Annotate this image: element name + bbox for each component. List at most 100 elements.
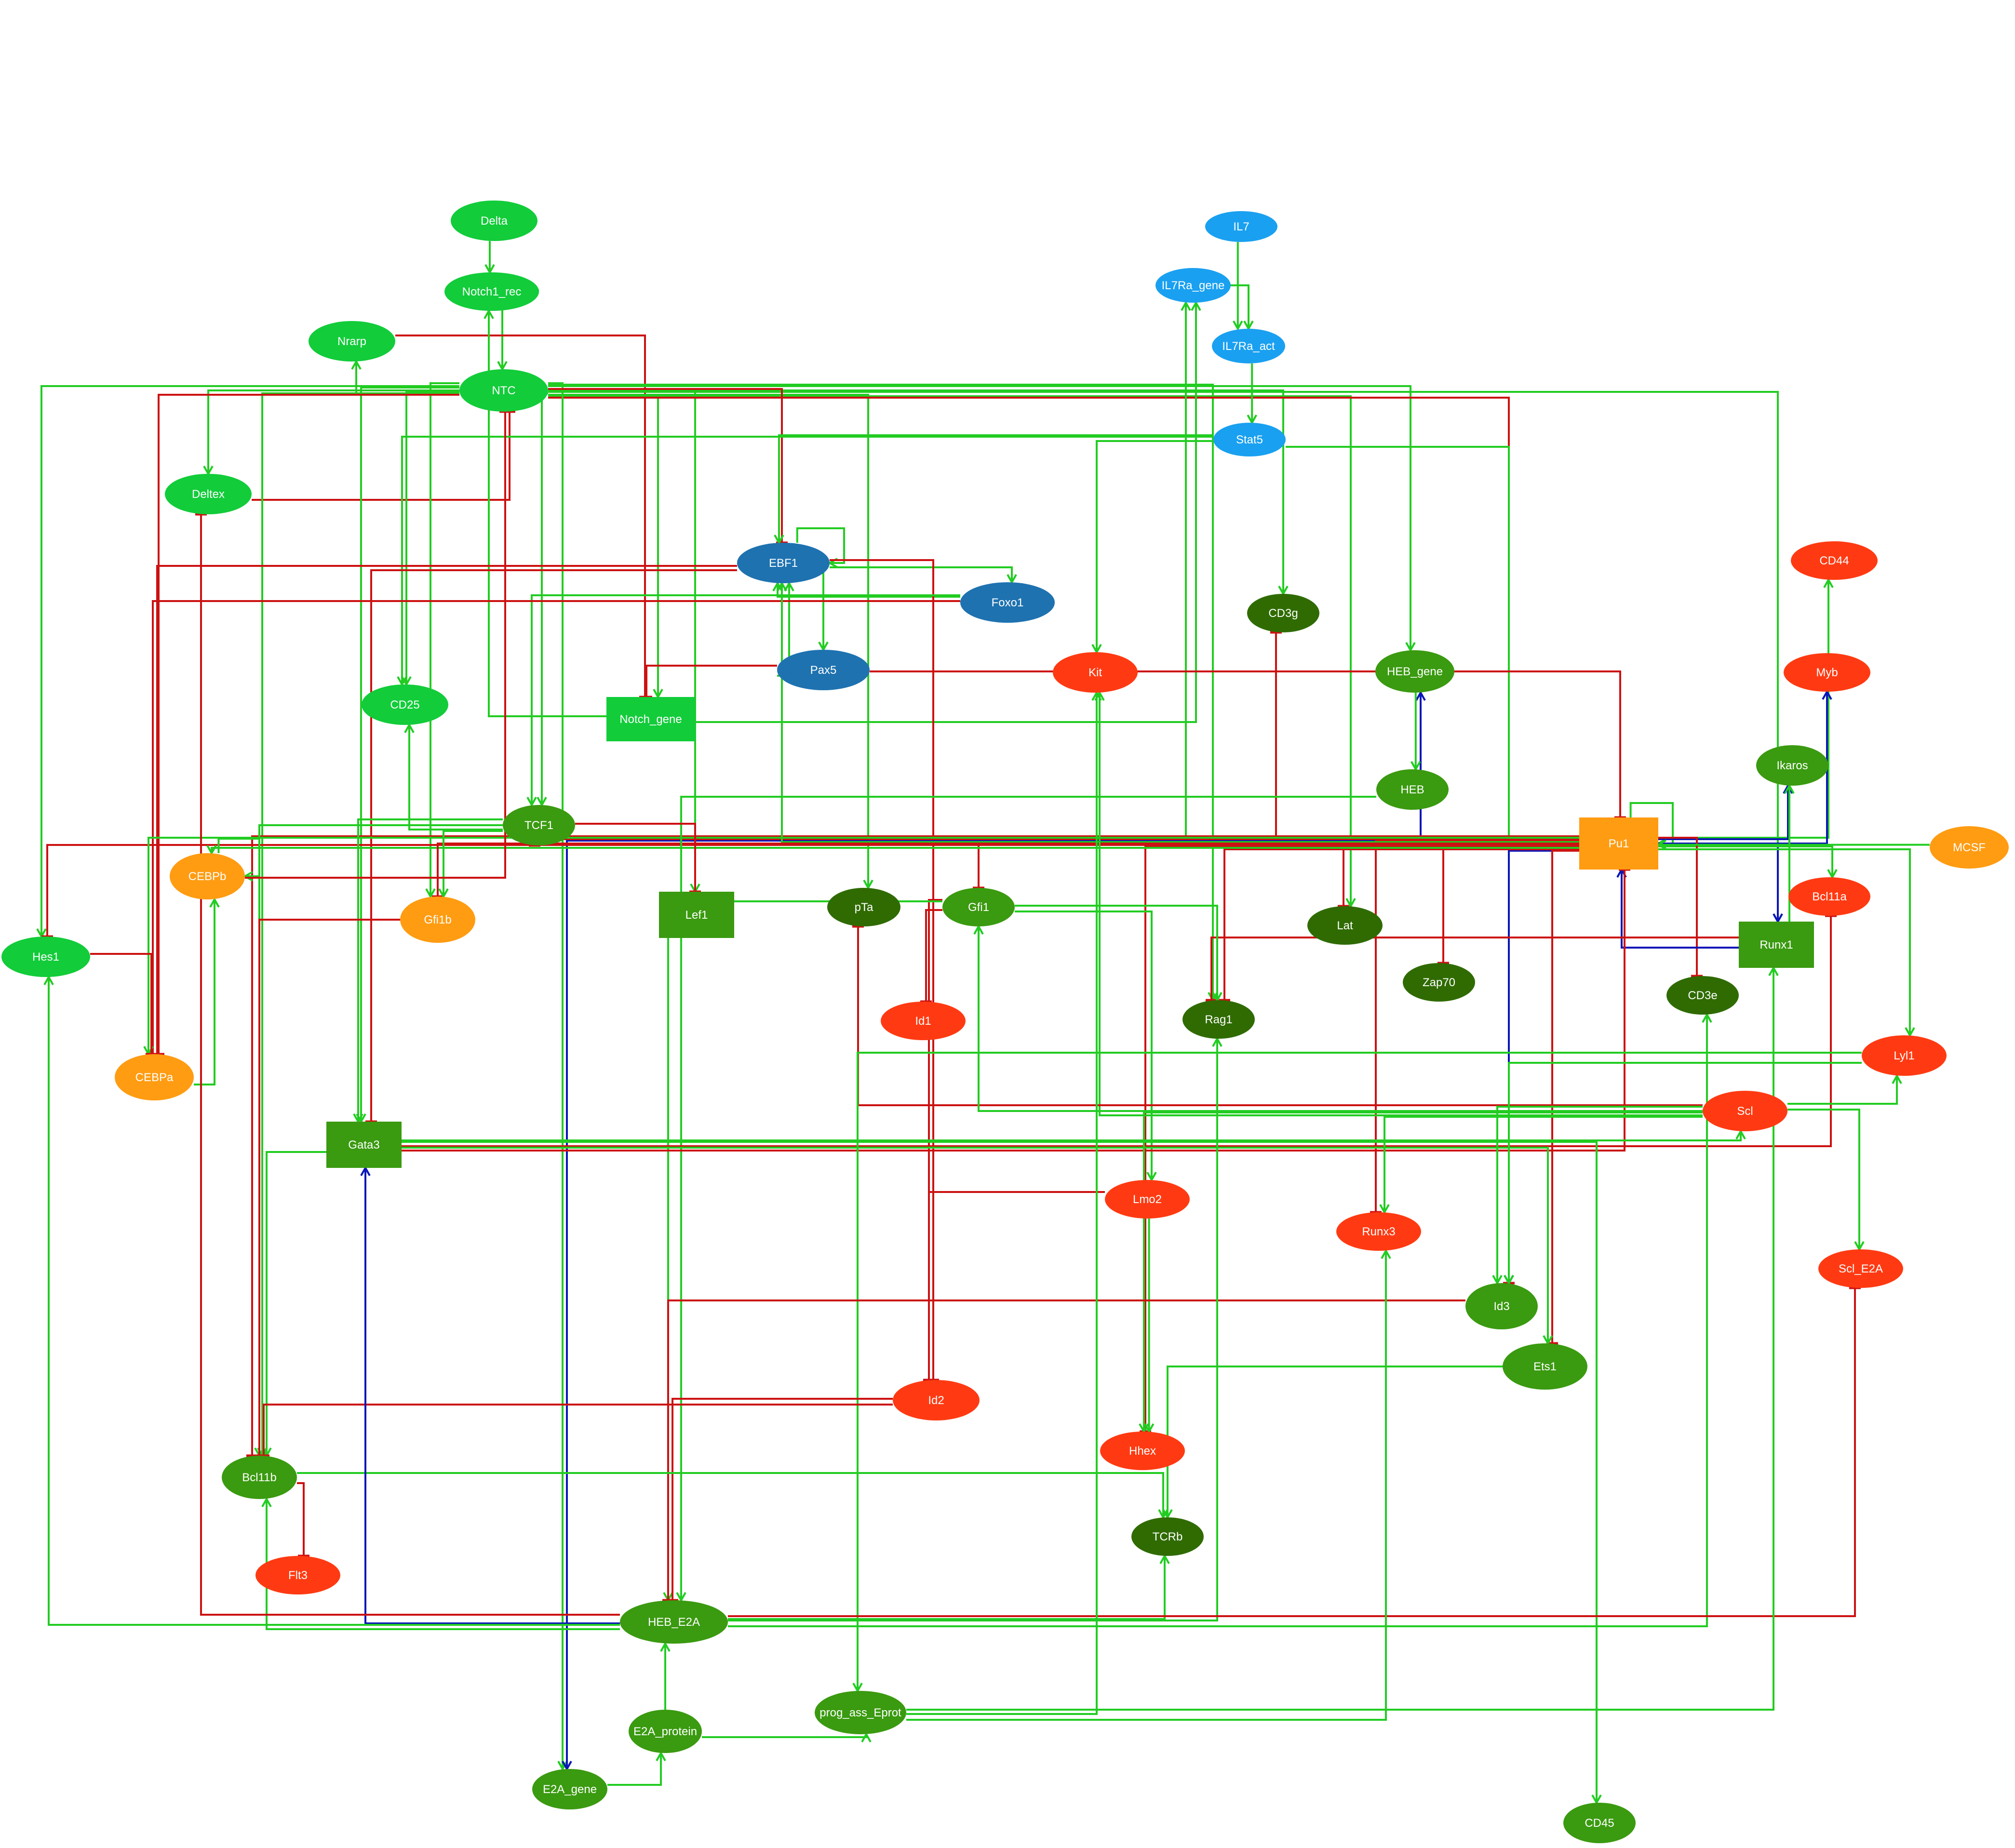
node-label: TCF1 <box>524 819 553 832</box>
edge-line <box>1286 446 1510 1283</box>
edge-heb-e2a-to-tcrb <box>728 1553 1170 1620</box>
edge-pu1-to-bcl11a <box>1658 845 1838 880</box>
edge-pu1-to-cebpb <box>206 845 1579 856</box>
node-label: Runx1 <box>1760 938 1793 951</box>
edge-line <box>857 926 1703 1106</box>
node-shape <box>451 201 537 241</box>
edge-line <box>443 830 503 897</box>
arrow-head <box>484 264 495 275</box>
arrow-head <box>1247 415 1257 425</box>
node-shape <box>1155 268 1231 303</box>
edge-line <box>357 818 503 1122</box>
node-shape <box>532 1769 607 1809</box>
edge-ntc-to-lat <box>548 395 1356 909</box>
arrow-head <box>660 1641 671 1652</box>
edge-line <box>1167 1366 1503 1517</box>
node-label: MCSF <box>1953 841 1986 854</box>
node-shape <box>1213 423 1286 456</box>
edge-line <box>1658 692 1828 844</box>
node-heb-gene: HEB_gene <box>1375 650 1454 693</box>
node-gfi1b: Gfi1b <box>400 897 475 943</box>
edge-scl-to-lyl1 <box>1787 1073 1902 1105</box>
edge-ebf1-to-cebpa <box>151 565 737 1056</box>
edge-line <box>1787 1109 1860 1249</box>
node-label: Gfi1 <box>968 901 989 914</box>
node-label: HEB_E2A <box>648 1616 700 1629</box>
edge-line <box>405 391 459 684</box>
node-shape <box>1756 745 1828 786</box>
edge-line <box>1442 847 1579 963</box>
node-tcrb: TCRb <box>1131 1517 1204 1556</box>
edge-line <box>263 1404 893 1456</box>
edge-line <box>1185 303 1579 837</box>
node-cd3g: CD3g <box>1247 594 1319 632</box>
edge-notch-gene-to-il7ra-gene <box>695 300 1201 723</box>
arrow-head <box>1007 574 1017 585</box>
node-shape <box>777 650 870 690</box>
edge-line <box>1508 1062 1862 1283</box>
arrow-head <box>438 888 449 899</box>
node-scl-e2a: Scl_E2A <box>1818 1249 1903 1288</box>
node-label: Delta <box>481 214 508 228</box>
edge-heb-e2a-to-cd3e <box>728 1012 1712 1627</box>
edge-foxo1-to-ebf1 <box>772 581 960 598</box>
node-shape <box>815 1691 906 1734</box>
edge-line <box>148 837 1579 1054</box>
arrow-head <box>772 581 783 591</box>
edge-line <box>822 562 830 650</box>
node-label: Hhex <box>1129 1445 1156 1458</box>
node-zap70: Zap70 <box>1403 963 1475 1002</box>
node-cd25: CD25 <box>362 684 448 725</box>
edge-line <box>978 926 1703 1112</box>
edge-line <box>680 796 1376 1600</box>
edge-pu1-to-cebpa <box>143 837 1579 1057</box>
edge-line <box>252 412 510 501</box>
edge-line <box>1096 440 1213 652</box>
arrow-head <box>1212 992 1222 1003</box>
node-label: Stat5 <box>1236 433 1263 446</box>
node-mcsf: MCSF <box>1930 826 2009 869</box>
node-shape <box>1862 1035 1947 1076</box>
node-stat5: Stat5 <box>1213 423 1286 456</box>
node-shape <box>459 369 548 412</box>
edge-line <box>297 1472 1164 1517</box>
edge-ntc-to-heb-gene <box>548 385 1416 653</box>
node-label: CEBPb <box>188 870 227 883</box>
arrow-head <box>863 880 873 890</box>
edge-line <box>217 838 260 877</box>
node-shape <box>1212 329 1285 363</box>
node-gata3: Gata3 <box>326 1122 402 1168</box>
edge-ntc-to-hes1 <box>36 385 459 939</box>
edge-line <box>541 392 548 805</box>
arrow-head <box>351 359 362 370</box>
arrow-head <box>1091 644 1102 655</box>
node-tcf1: TCF1 <box>503 805 575 845</box>
edge-line <box>1015 905 1218 1000</box>
edge-line <box>778 434 1213 543</box>
edge-line <box>645 665 777 697</box>
edge-pu1-to-id3 <box>1504 850 1579 1286</box>
node-lef1: Lef1 <box>659 892 734 938</box>
edge-ntc-to-tcf1 <box>537 392 548 807</box>
node-cebpa: CEBPa <box>115 1054 194 1100</box>
node-shape <box>1739 922 1814 968</box>
arrow-head <box>43 975 54 985</box>
node-label: Nrarp <box>337 335 366 348</box>
node-shape <box>1666 976 1739 1015</box>
edge-ntc-to-ebf1 <box>548 388 788 544</box>
node-label: IL7 <box>1233 220 1249 233</box>
node-id3: Id3 <box>1465 1283 1538 1329</box>
node-shape <box>629 1710 702 1753</box>
edge-notch-gene-to-notch1-rec <box>484 308 606 717</box>
arrow-head <box>401 676 412 687</box>
arrow-head <box>526 797 537 807</box>
edge-runx1-to-ikaros <box>1784 783 1814 943</box>
edge-line <box>245 412 506 879</box>
node-label: Pu1 <box>1609 837 1629 850</box>
edge-line <box>1658 848 1911 1035</box>
edge-cebpb-to-ntc <box>245 410 511 879</box>
edge-line <box>928 1191 1105 1380</box>
node-shape <box>1247 594 1319 632</box>
edge-lyl1-to-id3 <box>1504 1062 1862 1286</box>
edge-line <box>46 844 1579 937</box>
